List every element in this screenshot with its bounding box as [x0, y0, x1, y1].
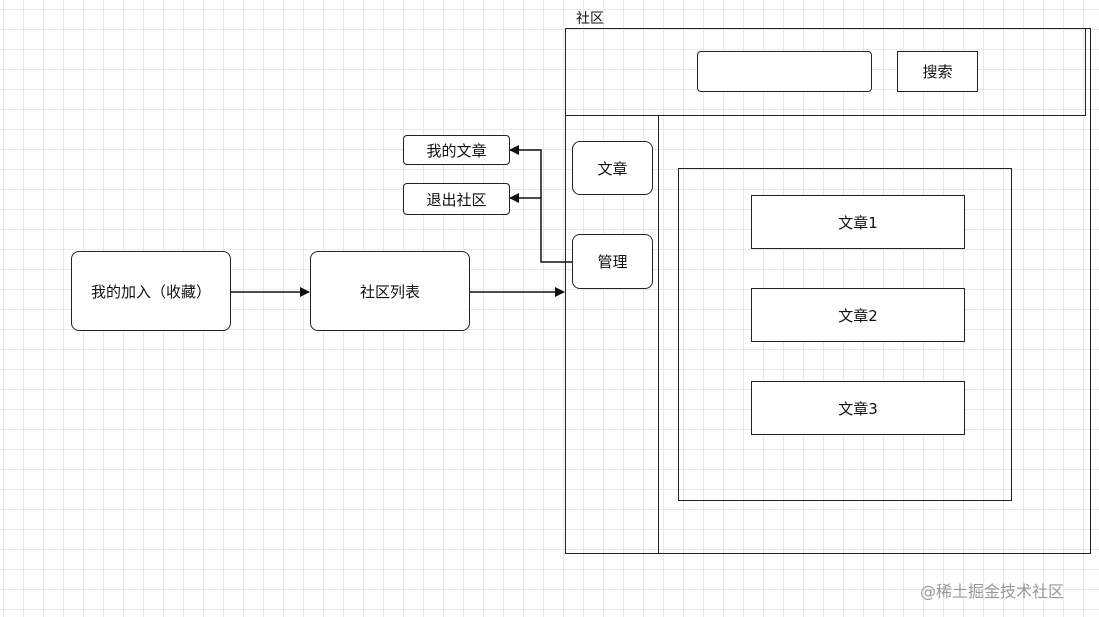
my-joined-node[interactable]: 我的加入（收藏）	[71, 251, 231, 331]
article-item[interactable]: 文章1	[751, 195, 965, 249]
menu-item-manage[interactable]: 管理	[572, 234, 653, 289]
leave-community-option[interactable]: 退出社区	[403, 183, 510, 215]
community-title: 社区	[576, 11, 604, 27]
search-button[interactable]: 搜索	[897, 51, 978, 92]
article-item[interactable]: 文章3	[751, 381, 965, 435]
menu-item-articles[interactable]: 文章	[572, 141, 653, 195]
article-item[interactable]: 文章2	[751, 288, 965, 342]
my-articles-option[interactable]: 我的文章	[403, 135, 510, 165]
article-list-panel	[678, 168, 1012, 501]
community-list-node[interactable]: 社区列表	[310, 251, 470, 331]
watermark: @稀土掘金技术社区	[920, 582, 1065, 601]
community-sidebar	[565, 115, 659, 554]
community-header	[565, 28, 1086, 116]
search-input[interactable]	[697, 51, 872, 92]
arrow-manage-to-my-articles	[509, 145, 572, 263]
